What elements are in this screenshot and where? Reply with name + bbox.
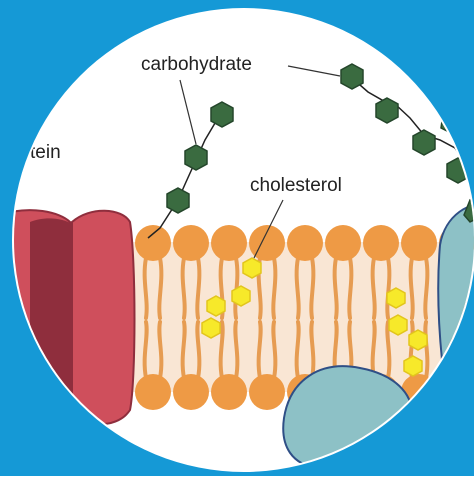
lipid-heads-top (135, 225, 474, 261)
lipid-tail (411, 258, 413, 318)
lipid-tail (373, 258, 375, 318)
lipid-head-top (287, 225, 323, 261)
lipid-tail (221, 322, 223, 378)
lipid-head-top (135, 225, 171, 261)
lipid-head-top (173, 225, 209, 261)
lipid-tail (349, 258, 351, 318)
carbohydrate-label: carbohydrate (141, 54, 252, 75)
lipid-head-bottom (173, 374, 209, 410)
lipid-tail (197, 322, 199, 378)
lipid-tail (183, 258, 185, 318)
lipid-tail (425, 258, 427, 318)
lipid-head-bottom (211, 374, 247, 410)
lipid-tail (387, 258, 389, 318)
lipid-head-bottom (249, 374, 285, 410)
lipid-head-top (325, 225, 361, 261)
lipid-tail (183, 322, 185, 378)
lipid-tail (159, 258, 161, 318)
lipid-tail (311, 258, 313, 318)
cholesterol-label: cholesterol (250, 175, 342, 196)
lipid-tail (297, 322, 299, 378)
lipid-head-top (249, 225, 285, 261)
lipid-tail (145, 322, 147, 378)
lipid-head-bottom (135, 374, 171, 410)
lipid-tail (425, 322, 427, 378)
lipid-head-top (211, 225, 247, 261)
lipid-tail (197, 258, 199, 318)
lipid-tail (259, 322, 261, 378)
lipid-tail (273, 322, 275, 378)
lipid-tail (373, 322, 375, 378)
lipid-head-top (401, 225, 437, 261)
lipid-tail (145, 258, 147, 318)
lipid-tail (297, 258, 299, 318)
lipid-tail (335, 258, 337, 318)
protein-label: tein (30, 142, 61, 163)
lipid-tail (273, 258, 275, 318)
lipid-tail (311, 322, 313, 378)
lipid-tail (159, 322, 161, 378)
lipid-tail (235, 322, 237, 378)
lipid-head-top (363, 225, 399, 261)
